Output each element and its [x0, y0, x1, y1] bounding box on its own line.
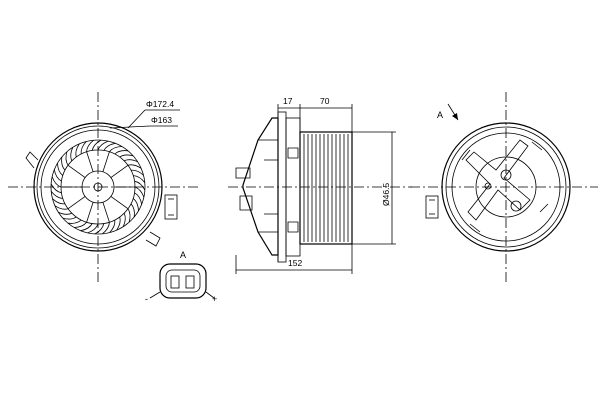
impeller-blade [134, 192, 143, 205]
impeller-blade [61, 156, 66, 171]
impeller-blade [130, 169, 144, 176]
front-view: Φ172.4 Φ163 [8, 92, 200, 282]
impeller-blade [134, 180, 146, 191]
impeller-blade [116, 216, 121, 231]
impeller-blade [50, 183, 62, 194]
impeller-blade [114, 150, 129, 155]
impeller-blade [80, 223, 93, 232]
side-impeller-cage [299, 131, 353, 245]
impeller-blade [133, 175, 146, 183]
impeller-blade [53, 169, 62, 182]
front-outer-housing-ring-inner [36, 125, 160, 249]
side-motor-housing [242, 117, 279, 256]
outer-diameter-label: Φ172.4 [146, 99, 174, 109]
impeller-blade [86, 139, 94, 152]
impeller-blade [130, 203, 135, 218]
impeller-blade [109, 146, 122, 153]
hub-spoke [67, 196, 86, 210]
impeller-blade [87, 223, 99, 234]
rear-connector-plug [425, 195, 439, 219]
hub-spoke [86, 202, 94, 223]
impeller-blade [74, 221, 87, 228]
connector-terminal-plus [185, 275, 195, 289]
rear-view: A [410, 92, 598, 282]
impeller-blade [132, 198, 139, 211]
dim-label-70: 70 [320, 96, 330, 106]
impeller-blade [52, 198, 66, 205]
impeller-blade [127, 164, 142, 169]
hub-spoke [110, 164, 129, 178]
impeller-blade [70, 147, 74, 161]
hub-spoke [67, 164, 86, 178]
dim-label-diameter: Ø46.5 [381, 183, 391, 206]
rear-bracket-screw-bottom [510, 200, 522, 212]
connector-detail-title: A [180, 250, 186, 260]
impeller-blade [75, 143, 80, 158]
front-shaft-circle [93, 182, 103, 192]
front-mounting-tab-bottom-right [145, 231, 161, 247]
impeller-blade [119, 154, 134, 158]
connector-terminal-minus [170, 275, 180, 289]
dim-label-17: 17 [283, 96, 293, 106]
side-impeller-vanes [303, 134, 349, 242]
impeller-blade [103, 142, 116, 151]
connector-minus-label: - [145, 294, 148, 304]
connector-detail-view: A - + [145, 250, 217, 304]
outer-diameter-leader [127, 109, 146, 129]
hub-spoke [102, 202, 110, 223]
impeller-blade [91, 139, 102, 151]
impeller-blade [124, 159, 138, 163]
rear-flange-ring [451, 132, 561, 242]
impeller-blade [67, 219, 82, 224]
hub-spoke [86, 151, 94, 172]
impeller-blade [58, 211, 72, 215]
impeller-blade [50, 191, 63, 199]
front-hub-spokes [61, 151, 135, 223]
impeller-blade [122, 213, 126, 227]
inner-diameter-label: Φ163 [151, 115, 172, 125]
front-flange-ring [40, 129, 156, 245]
impeller-blade [109, 219, 116, 233]
side-connector-lower [239, 195, 253, 211]
rear-outer-housing-ring [441, 122, 571, 252]
plus-leader [205, 291, 215, 299]
front-outer-housing-ring [33, 122, 163, 252]
hub-spoke [102, 151, 110, 172]
connector-inner-shell [165, 269, 201, 293]
rear-bracket-pivot [484, 182, 492, 190]
inner-diameter-leader [109, 125, 151, 129]
hub-spoke [110, 196, 129, 210]
impeller-blade [65, 151, 69, 166]
impeller-blade [80, 141, 87, 155]
impeller-blade [94, 223, 105, 235]
impeller-blade [127, 208, 131, 223]
impeller-blade [54, 205, 69, 210]
minus-leader [149, 291, 161, 299]
side-connector-upper [235, 167, 251, 179]
side-housing-ribs [258, 139, 278, 233]
dim-label-152: 152 [288, 258, 302, 268]
impeller-blade [62, 216, 77, 220]
impeller-blade [134, 186, 145, 198]
side-view: 17 70 Ø46.5 152 [228, 96, 412, 274]
front-impeller-outer-circle [50, 139, 146, 235]
front-mounting-tab-left [25, 151, 39, 169]
view-direction-arrowhead [452, 113, 458, 120]
impeller-blade [51, 176, 62, 188]
rear-outer-housing-ring-inner [445, 126, 567, 248]
side-clips [287, 147, 299, 233]
impeller-blade [102, 222, 110, 235]
view-direction-label: A [437, 110, 443, 120]
impeller-blade [97, 140, 109, 151]
front-connector-plug [164, 194, 178, 220]
impeller-blade [57, 163, 64, 176]
front-impeller-blades [50, 139, 146, 235]
connector-plus-label: + [212, 294, 217, 304]
rear-bracket-screw-top [500, 169, 512, 181]
connector-housing [159, 263, 207, 299]
rear-bracket-ribs [461, 141, 549, 233]
